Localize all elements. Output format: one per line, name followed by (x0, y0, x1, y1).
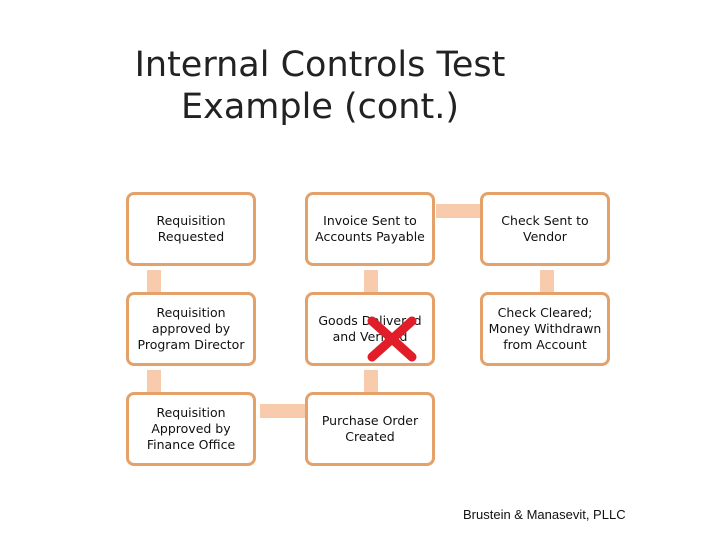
step-check-cleared-money-withdrawn: Check Cleared; Money Withdrawn from Acco… (480, 292, 610, 366)
connector-col1-row1-row2 (147, 270, 161, 292)
connector-row1-col2-col3 (436, 204, 481, 218)
title-line-2: Example (cont.) (181, 87, 459, 127)
step-requisition-requested: Requisition Requested (126, 192, 256, 266)
step-invoice-sent-accounts-payable: Invoice Sent to Accounts Payable (305, 192, 435, 266)
step-purchase-order-created: Purchase Order Created (305, 392, 435, 466)
connector-row3-col1-col2 (260, 404, 305, 418)
connector-col3-row1-row2 (540, 270, 554, 292)
connector-col2-row2-row1 (364, 270, 378, 292)
step-check-sent-vendor: Check Sent to Vendor (480, 192, 610, 266)
cross-mark-icon (367, 316, 417, 362)
step-requisition-approved-program-director: Requisition approved by Program Director (126, 292, 256, 366)
slide-title: Internal Controls Test Example (cont.) (120, 44, 520, 128)
step-requisition-approved-finance-office: Requisition Approved by Finance Office (126, 392, 256, 466)
footer-credit: Brustein & Manasevit, PLLC (463, 507, 626, 522)
title-line-1: Internal Controls Test (134, 45, 506, 85)
connector-col2-row3-row2 (364, 370, 378, 392)
connector-col1-row2-row3 (147, 370, 161, 392)
